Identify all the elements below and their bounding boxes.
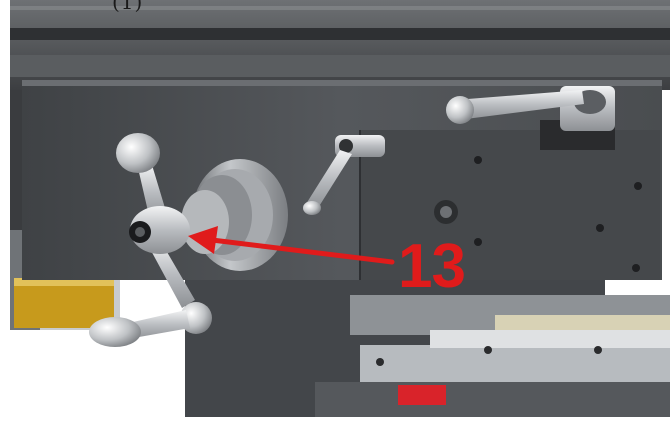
callout-number: 13: [398, 232, 466, 301]
bolt-holes: [474, 156, 642, 272]
red-tag: [398, 385, 446, 405]
lock-lever-knob: [446, 96, 474, 124]
clamp-lever-arm: [306, 150, 352, 208]
lock-lever-arm: [455, 90, 584, 120]
lower-rail: [360, 345, 670, 385]
handwheel-knob-top: [116, 133, 160, 173]
top-partial-label: (1): [112, 0, 144, 14]
callout-arrow: [188, 226, 395, 265]
side-plate: [360, 130, 660, 280]
handwheel-hub: [130, 206, 190, 254]
handwheel-spoke-bottom: [148, 240, 195, 308]
dovetail-slot: [10, 28, 670, 40]
base-slide: [315, 382, 670, 417]
table-ledge: [10, 55, 670, 77]
handwheel-grip: [89, 317, 141, 347]
handwheel: [89, 133, 212, 347]
oil-window: [14, 278, 114, 328]
